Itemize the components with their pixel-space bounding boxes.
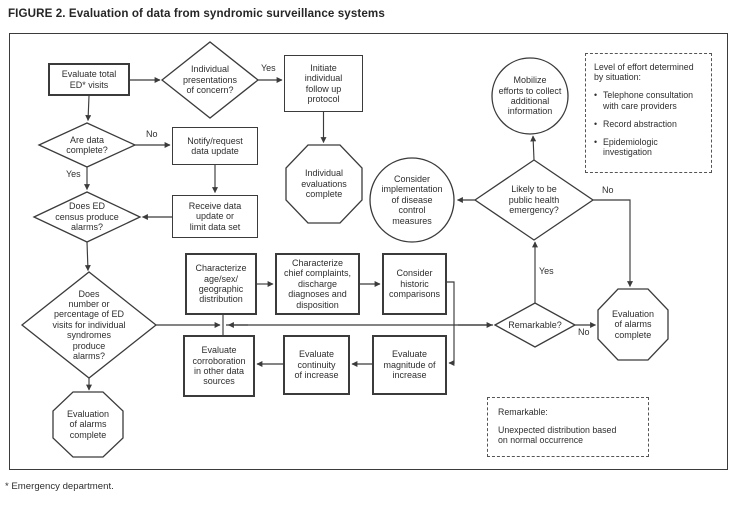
node-characterize-age-sex-geographic: Characterize age/sex/ geographic distrib… [185, 253, 257, 315]
circle-mobilize [491, 57, 569, 135]
edge-label-yes: Yes [66, 169, 81, 179]
node-label: Likely to be public health emergency? [508, 184, 560, 216]
bullet-text: Record abstraction [603, 118, 677, 129]
diamond-likely-emergency [473, 159, 595, 241]
note-title: Level of effort determined by situation: [594, 62, 694, 83]
node-label: Notify/request data update [187, 135, 243, 156]
list-item: • Epidemiologic investigation [594, 137, 705, 157]
bullet-icon: • [594, 90, 598, 101]
label-likely-emergency: Likely to be public health emergency? [475, 160, 593, 240]
figure-title: FIGURE 2. Evaluation of data from syndro… [8, 7, 385, 20]
figure-border [9, 33, 728, 470]
list-item: • Record abstraction [594, 119, 705, 129]
node-label: Evaluate continuity of increase [294, 349, 339, 381]
connector-likely-no-to-alarms-complete-right [593, 199, 633, 288]
octagon-evaluation-alarms-complete-right [597, 288, 669, 361]
connector-likely-to-mobilize [530, 135, 537, 161]
octagon-evaluation-alarms-complete-left [52, 391, 124, 458]
connectors [84, 77, 633, 391]
node-notify-request-update: Notify/request data update [172, 127, 258, 165]
node-label: Evaluate corroboration in other data sou… [192, 345, 246, 387]
list-item: • Telephone consultation with care provi… [594, 90, 705, 110]
figure-footnote: * Emergency department. [5, 481, 114, 492]
node-label: Individual evaluations complete [301, 168, 347, 200]
diamond-individual-presentations [160, 41, 260, 119]
node-label: Individual presentations of concern? [182, 64, 238, 96]
label-mobilize: Mobilize efforts to collect additional i… [492, 58, 568, 134]
node-label: Evaluate total ED* visits [61, 69, 117, 90]
node-initiate-followup: Initiate individual follow up protocol [284, 55, 363, 112]
edge-label-yes: Yes [539, 266, 554, 276]
node-label: Consider implementation of disease contr… [381, 173, 443, 226]
node-label: Characterize chief complaints, discharge… [283, 257, 352, 310]
node-label: Characterize age/sex/ geographic distrib… [195, 263, 247, 305]
node-evaluate-corroboration: Evaluate corroboration in other data sou… [183, 335, 255, 397]
node-label: Evaluation of alarms complete [611, 308, 655, 340]
label-does-ed-census: Does ED census produce alarms? [34, 192, 140, 242]
label-individual-evaluations-complete: Individual evaluations complete [286, 145, 362, 223]
node-label: Consider historic comparisons [388, 268, 441, 300]
connector-total-to-are-data [85, 95, 92, 122]
node-label: Does number or percentage of ED visits f… [52, 288, 126, 362]
edge-label-no: No [602, 185, 614, 195]
connector-census-to-does-number [84, 241, 91, 272]
edge-label-yes: Yes [261, 63, 276, 73]
node-label: Are data complete? [66, 134, 108, 155]
bullet-text: Telephone consultation with care provide… [603, 90, 693, 111]
edge-label-no: No [578, 327, 590, 337]
node-label: Does ED census produce alarms? [55, 201, 119, 233]
note-remarkable-definition: Remarkable: Unexpected distribution base… [487, 397, 649, 457]
node-label: Mobilize efforts to collect additional i… [498, 75, 562, 117]
node-label: Receive data update or limit data set [188, 200, 242, 232]
connector-historic-to-magnitude [447, 281, 455, 366]
diamond-remarkable [493, 302, 577, 348]
label-individual-presentations: Individual presentations of concern? [162, 42, 258, 118]
label-remarkable: Remarkable? [495, 303, 575, 347]
node-label: Remarkable? [508, 319, 562, 330]
node-evaluate-continuity: Evaluate continuity of increase [283, 335, 350, 395]
label-does-number: Does number or percentage of ED visits f… [22, 272, 156, 378]
label-evaluation-alarms-complete-left: Evaluation of alarms complete [53, 392, 123, 457]
label-evaluation-alarms-complete-right: Evaluation of alarms complete [598, 289, 668, 360]
node-consider-historic-comparisons: Consider historic comparisons [382, 253, 447, 315]
node-label: Evaluation of alarms complete [66, 408, 110, 440]
node-evaluate-magnitude: Evaluate magnitude of increase [372, 335, 447, 395]
diamond-are-data-complete [37, 122, 137, 168]
edge-label-no: No [146, 129, 158, 139]
shapes [20, 41, 669, 458]
note-title: Remarkable: [498, 407, 548, 417]
node-receive-data-update: Receive data update or limit data set [172, 195, 258, 238]
diamond-does-ed-census [32, 191, 142, 243]
node-label: Initiate individual follow up protocol [304, 62, 343, 104]
note-level-of-effort: Level of effort determined by situation:… [585, 53, 712, 173]
bullet-icon: • [594, 137, 598, 148]
octagon-individual-evaluations-complete [285, 144, 363, 224]
node-characterize-chief-complaints: Characterize chief complaints, discharge… [275, 253, 360, 315]
bullet-icon: • [594, 118, 598, 129]
diamond-does-number [20, 271, 158, 379]
circle-consider-implementation [369, 157, 455, 243]
label-consider-implementation: Consider implementation of disease contr… [369, 157, 455, 243]
note-body: Unexpected distribution based on normal … [498, 425, 617, 446]
node-evaluate-total-ed-visits: Evaluate total ED* visits [48, 63, 130, 96]
node-label: Evaluate magnitude of increase [383, 349, 436, 381]
bullet-text: Epidemiologic investigation [603, 137, 658, 158]
label-are-data-complete: Are data complete? [39, 123, 135, 167]
